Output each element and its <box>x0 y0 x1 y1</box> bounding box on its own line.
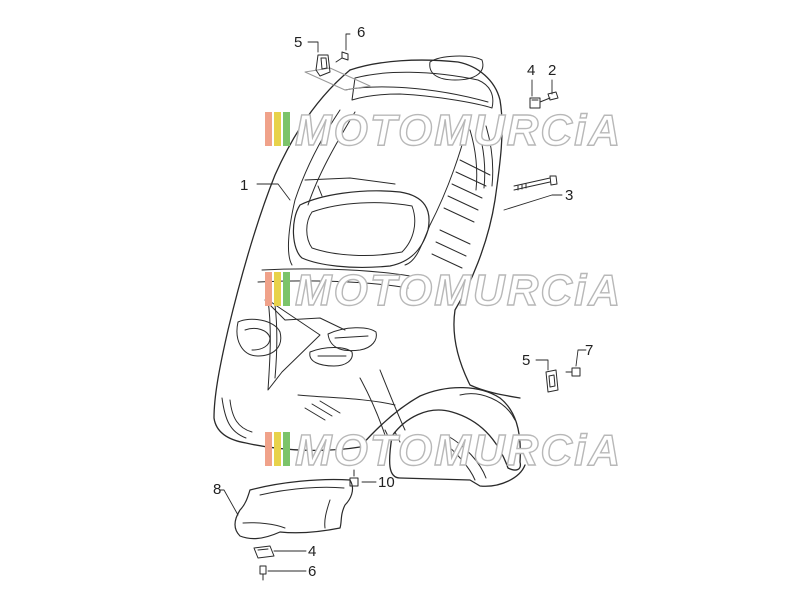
stripe-3 <box>283 112 290 146</box>
screw-top-right <box>539 91 559 103</box>
callout-labels: 1 2 3 4 4 5 5 6 6 7 8 10 <box>213 24 593 580</box>
callout-3: 3 <box>565 187 573 204</box>
stripe-2 <box>274 272 281 306</box>
under-plate-part <box>234 478 354 540</box>
nut-bottom <box>253 545 275 559</box>
screw-right <box>565 367 581 377</box>
watermark-top: MOTOMURCiA <box>265 105 622 156</box>
callout-4-top: 4 <box>527 62 535 79</box>
callout-10: 10 <box>378 474 395 491</box>
screw-top-left <box>335 51 349 63</box>
callout-1: 1 <box>240 177 248 194</box>
callout-6-bottom: 6 <box>308 563 316 580</box>
bolt-right <box>513 175 558 191</box>
callout-5-top: 5 <box>294 34 302 51</box>
stripe-1 <box>265 432 272 466</box>
watermark-text: MOTOMURCiA <box>295 426 622 475</box>
stripe-3 <box>283 432 290 466</box>
callout-5-right: 5 <box>522 352 530 369</box>
nut-top-right <box>529 97 541 109</box>
watermark-text: MOTOMURCiA <box>295 266 622 315</box>
callout-8: 8 <box>213 481 221 498</box>
clip-nut-right <box>545 369 559 393</box>
stripe-2 <box>274 432 281 466</box>
stripe-1 <box>265 272 272 306</box>
callout-7: 7 <box>585 342 593 359</box>
stripe-3 <box>283 272 290 306</box>
leader-lines <box>219 33 587 572</box>
screw-bottom <box>259 565 267 581</box>
front-shield-part <box>213 55 526 487</box>
callout-2: 2 <box>548 62 556 79</box>
watermark-bottom: MOTOMURCiA <box>265 425 622 476</box>
nut-small <box>349 469 359 487</box>
callout-6-top: 6 <box>357 24 365 41</box>
clip-nut-top <box>304 54 371 91</box>
stripe-2 <box>274 112 281 146</box>
watermark-middle: MOTOMURCiA <box>265 265 622 316</box>
stripe-1 <box>265 112 272 146</box>
watermark-text: MOTOMURCiA <box>295 106 622 155</box>
callout-4-bottom: 4 <box>308 543 316 560</box>
